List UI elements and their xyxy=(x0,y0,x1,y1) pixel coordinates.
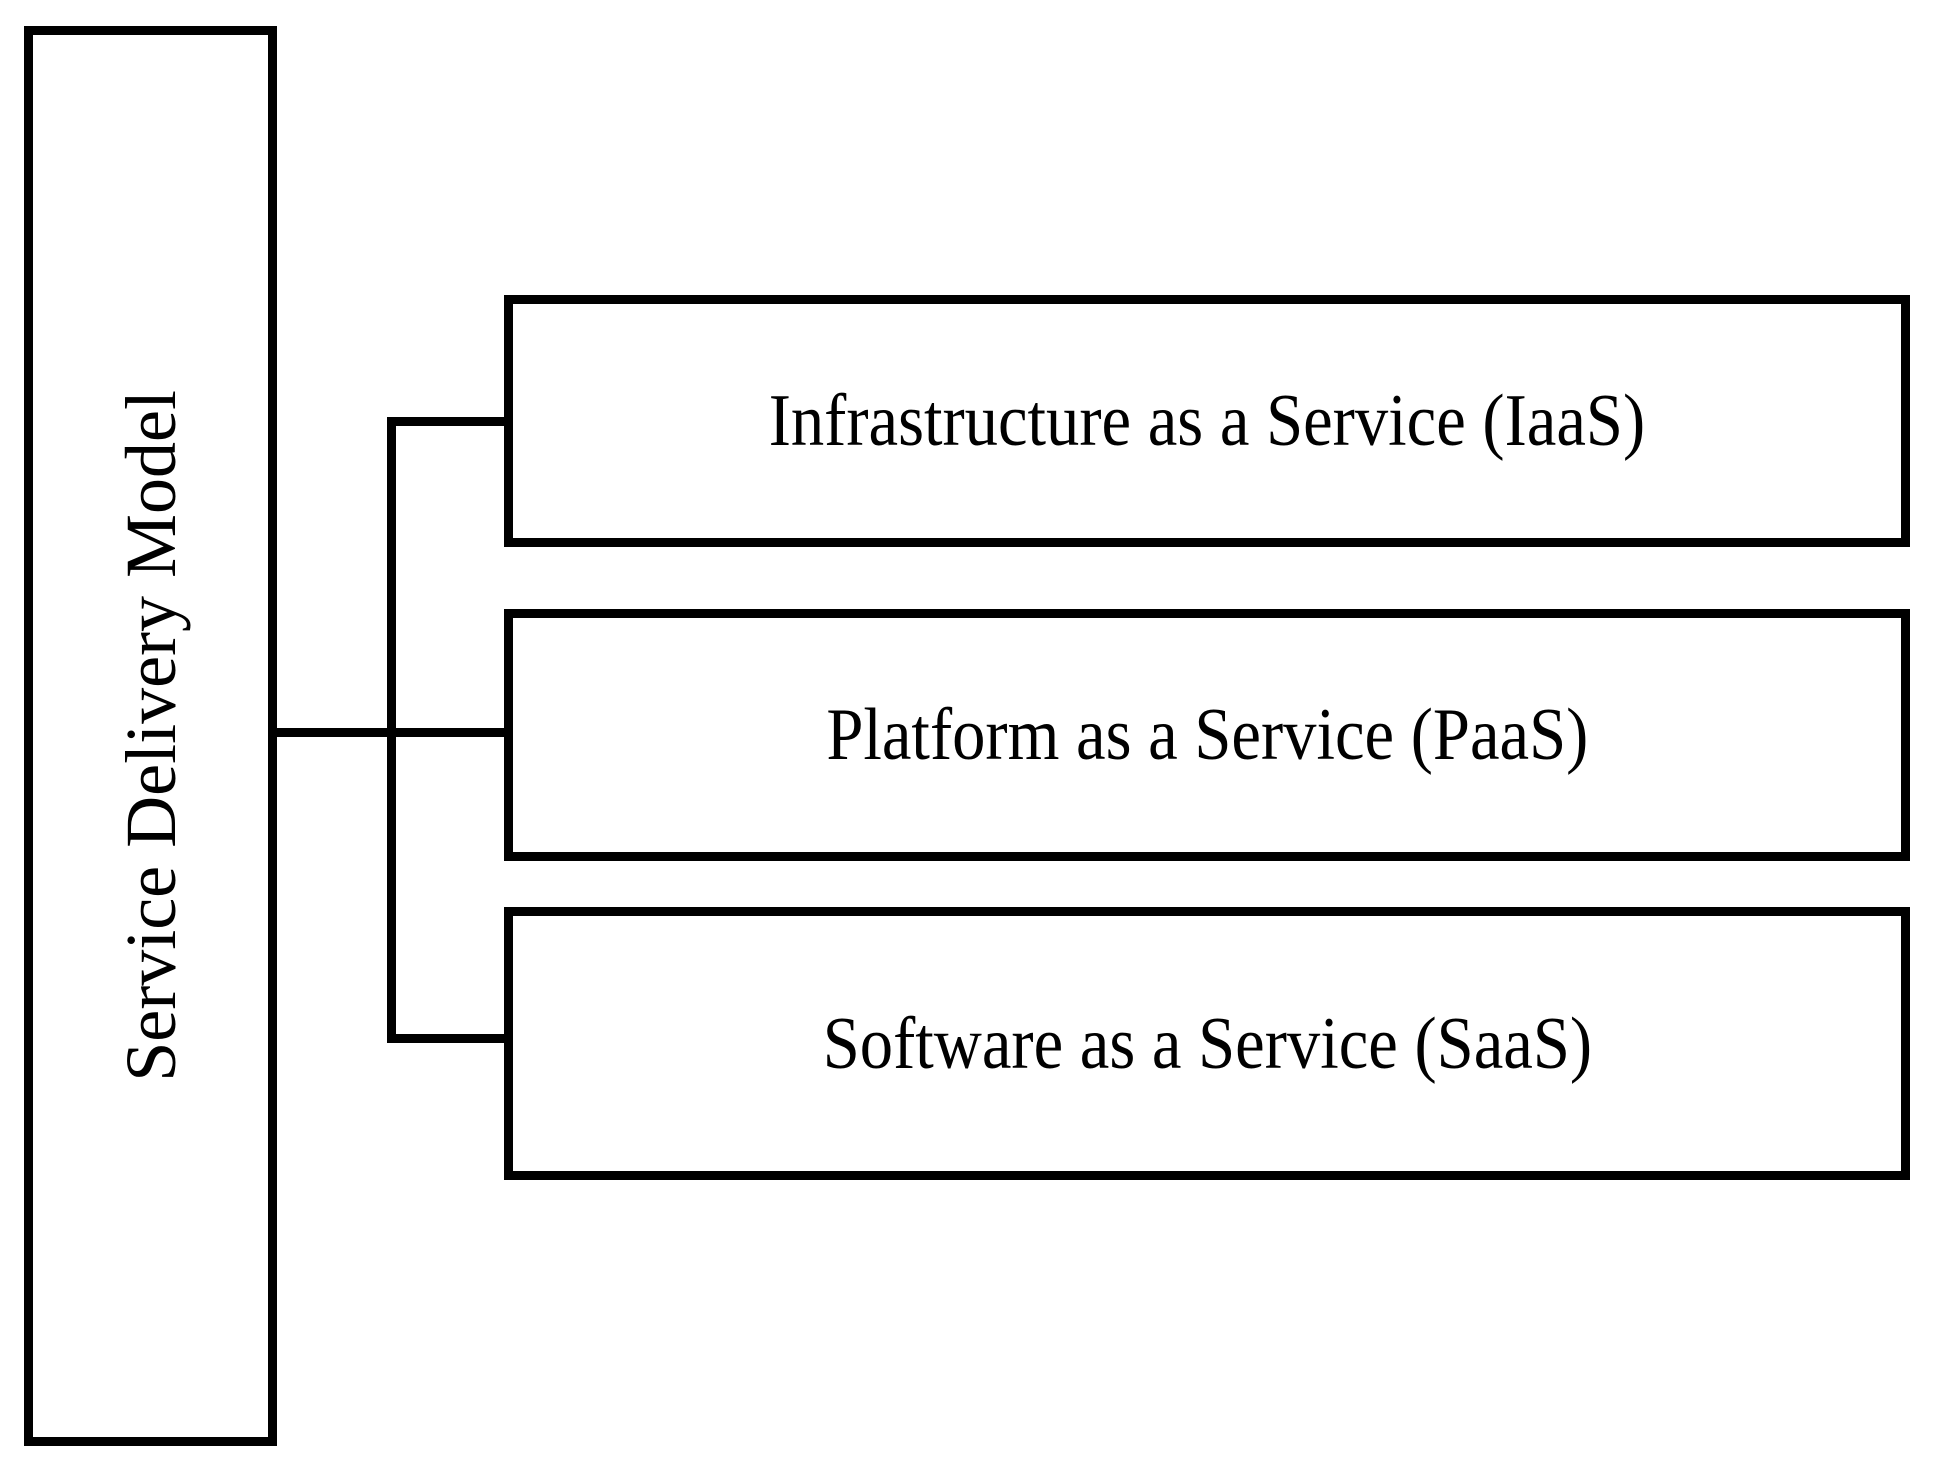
root-node-label: Service Delivery Model xyxy=(110,390,191,1082)
root-node-service-delivery-model[interactable]: Service Delivery Model xyxy=(24,26,277,1446)
node-paas-label: Platform as a Service (PaaS) xyxy=(826,694,1588,776)
node-iaas-label: Infrastructure as a Service (IaaS) xyxy=(768,380,1646,462)
node-paas[interactable]: Platform as a Service (PaaS) xyxy=(504,609,1910,861)
node-saas-label: Software as a Service (SaaS) xyxy=(822,1002,1592,1085)
node-iaas[interactable]: Infrastructure as a Service (IaaS) xyxy=(504,295,1910,547)
connector-root-stub xyxy=(268,728,394,737)
connector-branch-saas xyxy=(387,1034,513,1043)
connector-branch-paas xyxy=(387,728,513,737)
node-saas[interactable]: Software as a Service (SaaS) xyxy=(504,907,1910,1180)
connector-branch-iaas xyxy=(387,417,513,426)
